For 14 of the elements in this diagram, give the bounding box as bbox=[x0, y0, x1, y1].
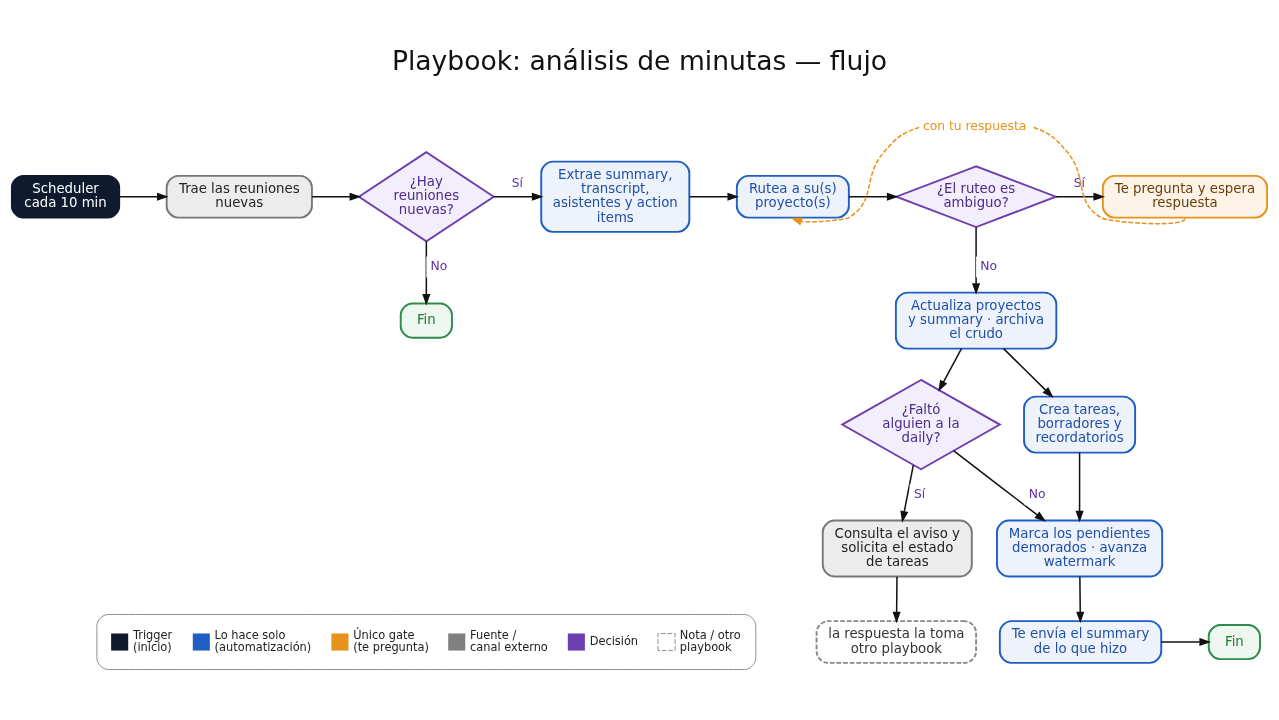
edge-label: Sí bbox=[511, 175, 524, 190]
edge-label: Sí bbox=[913, 486, 926, 501]
diagram-title: Playbook: análisis de minutas — flujo bbox=[391, 44, 888, 76]
legend-label: Trigger (inicio) bbox=[132, 627, 173, 654]
legend-label: Nota / otro playbook bbox=[679, 627, 741, 654]
edge-label: No bbox=[430, 258, 448, 273]
edge-label: No bbox=[1028, 486, 1046, 501]
edge-label: con tu respuesta bbox=[922, 118, 1027, 133]
legend-label: Fuente / canal externo bbox=[470, 627, 548, 654]
edge-label: No bbox=[980, 258, 998, 273]
legend-label: Único gate (te pregunta) bbox=[353, 627, 429, 654]
legend-label: Lo hace solo (automatización) bbox=[214, 627, 312, 654]
legend-label: Decisión bbox=[589, 633, 639, 648]
edge-label: Sí bbox=[1073, 175, 1085, 190]
